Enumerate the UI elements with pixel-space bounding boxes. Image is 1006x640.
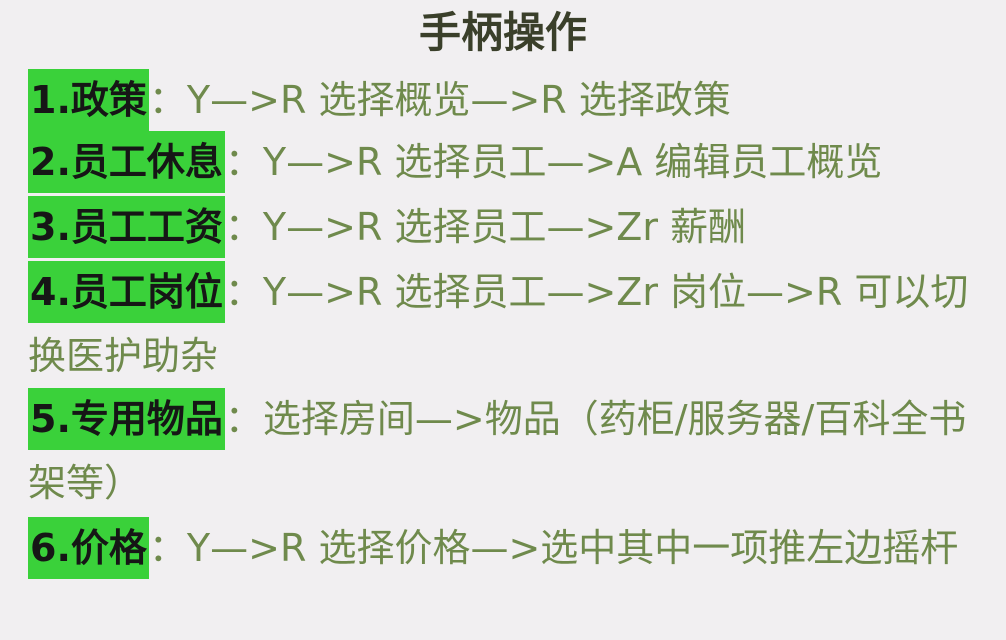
page-title: 手柄操作: [418, 8, 587, 57]
list-item-price: 6.价格：Y—>R 选择价格—>选中其中一项推左边摇杆: [28, 516, 988, 580]
item-text: 选择房间—>物品（药柜/服务器/百科全书架等）: [28, 397, 967, 505]
list-item-staff-position: 4.员工岗位：Y—>R 选择员工—>Zr 岗位—>R 可以切换医护助杂: [28, 260, 988, 388]
list-item-staff-rest: 2.员工休息：Y—>R 选择员工—>A 编辑员工概览: [28, 130, 988, 194]
item-text: Y—>R 选择价格—>选中其中一项推左边摇杆: [186, 526, 959, 570]
item-colon: ：: [224, 397, 263, 441]
item-label: 5.专用物品: [28, 388, 225, 450]
item-text: Y—>R 选择员工—>Zr 岗位—>R 可以切换医护助杂: [28, 270, 969, 378]
item-colon: ：: [224, 205, 263, 249]
list-item-special-items: 5.专用物品：选择房间—>物品（药柜/服务器/百科全书架等）: [28, 387, 988, 515]
item-colon: ：: [224, 140, 263, 184]
item-label: 2.员工休息: [28, 131, 225, 193]
item-text: Y—>R 选择员工—>A 编辑员工概览: [262, 140, 883, 184]
list-item-policy: 1.政策：Y—>R 选择概览—>R 选择政策: [28, 68, 988, 132]
item-label: 6.价格: [28, 517, 149, 579]
item-text: Y—>R 选择概览—>R 选择政策: [186, 78, 731, 122]
item-colon: ：: [224, 270, 263, 314]
item-label: 1.政策: [28, 69, 149, 131]
item-colon: ：: [148, 78, 187, 122]
item-label: 4.员工岗位: [28, 261, 225, 323]
item-text: Y—>R 选择员工—>Zr 薪酬: [262, 205, 747, 249]
list-item-staff-salary: 3.员工工资：Y—>R 选择员工—>Zr 薪酬: [28, 195, 988, 259]
item-label: 3.员工工资: [28, 196, 225, 258]
item-colon: ：: [148, 526, 187, 570]
